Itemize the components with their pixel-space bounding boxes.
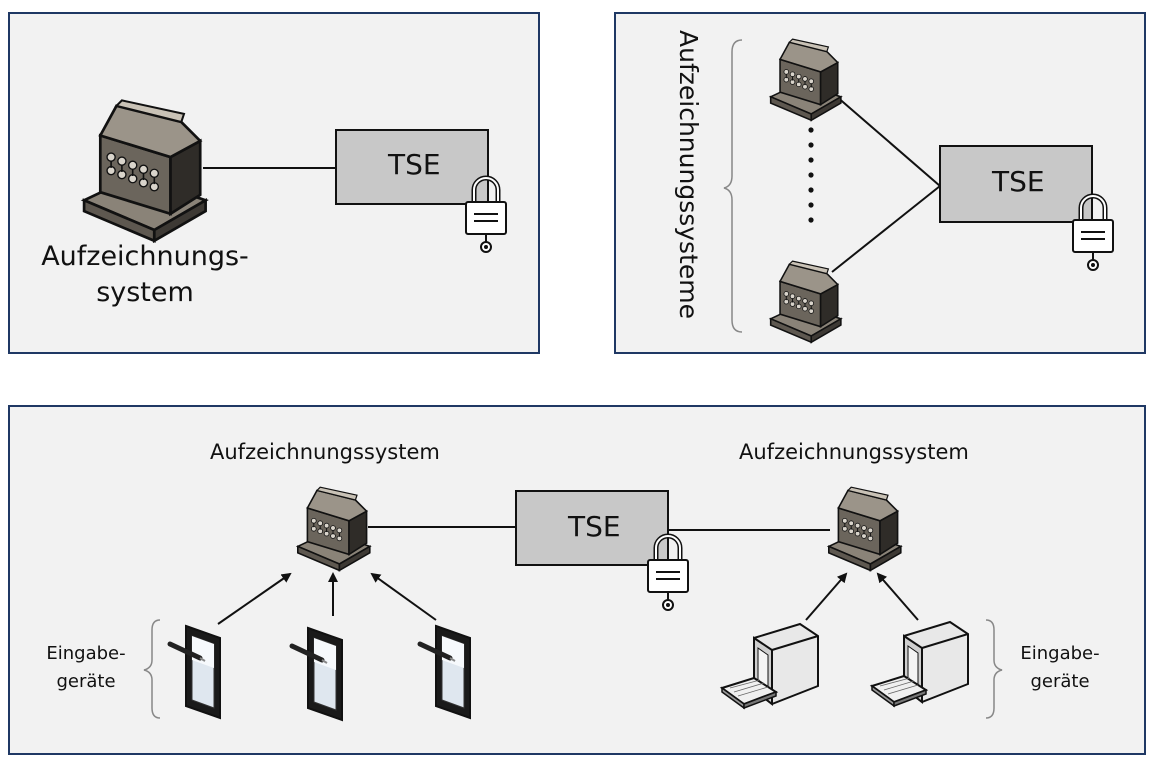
- cash-register-icon: [82, 99, 207, 243]
- cash-register-icon: [296, 486, 371, 572]
- cash-register-icon: [769, 260, 842, 344]
- right-system-label: Aufzeichnungssystem: [739, 440, 969, 464]
- connection-line: [831, 185, 941, 273]
- desktop-computer-icon: [871, 621, 969, 707]
- left-input-label-line1: Eingabe-: [46, 643, 126, 664]
- tse-label: TSE: [992, 165, 1045, 198]
- tablet-icon: [292, 628, 342, 720]
- brace-icon: [723, 39, 743, 333]
- arrow-icon: [370, 572, 437, 621]
- tse-box: [939, 145, 1093, 223]
- tablet-icon: [420, 626, 470, 718]
- connection-line: [835, 95, 941, 187]
- right-input-devices-label: Eingabe- geräte: [1010, 640, 1110, 696]
- tse-label: TSE: [568, 510, 621, 543]
- desktop-computer-icon: [721, 623, 819, 709]
- system-label-line1: Aufzeichnungs-: [41, 241, 249, 272]
- tablet-icon: [170, 626, 220, 718]
- cash-register-icon: [827, 486, 902, 572]
- arrow-icon: [805, 572, 848, 621]
- tse-box: [515, 490, 669, 566]
- arrow-icon: [217, 572, 292, 625]
- tse-label: TSE: [388, 148, 441, 181]
- right-input-label-line2: geräte: [1030, 671, 1090, 692]
- brace-icon: [985, 619, 1003, 719]
- right-input-label-line1: Eingabe-: [1020, 643, 1100, 664]
- tse-box: [335, 129, 489, 205]
- ellipsis-dots: [808, 127, 814, 223]
- arrow-icon: [876, 572, 919, 621]
- cash-register-icon: [769, 38, 842, 122]
- system-label-line2: system: [96, 277, 194, 308]
- left-input-label-line2: geräte: [56, 671, 116, 692]
- left-input-devices-label: Eingabe- geräte: [36, 640, 136, 696]
- brace-icon: [143, 619, 161, 719]
- vertical-systems-label: Aufzeichnungssysteme: [674, 30, 703, 319]
- system-label: Aufzeichnungs- system: [30, 239, 260, 311]
- left-system-label: Aufzeichnungssystem: [210, 440, 440, 464]
